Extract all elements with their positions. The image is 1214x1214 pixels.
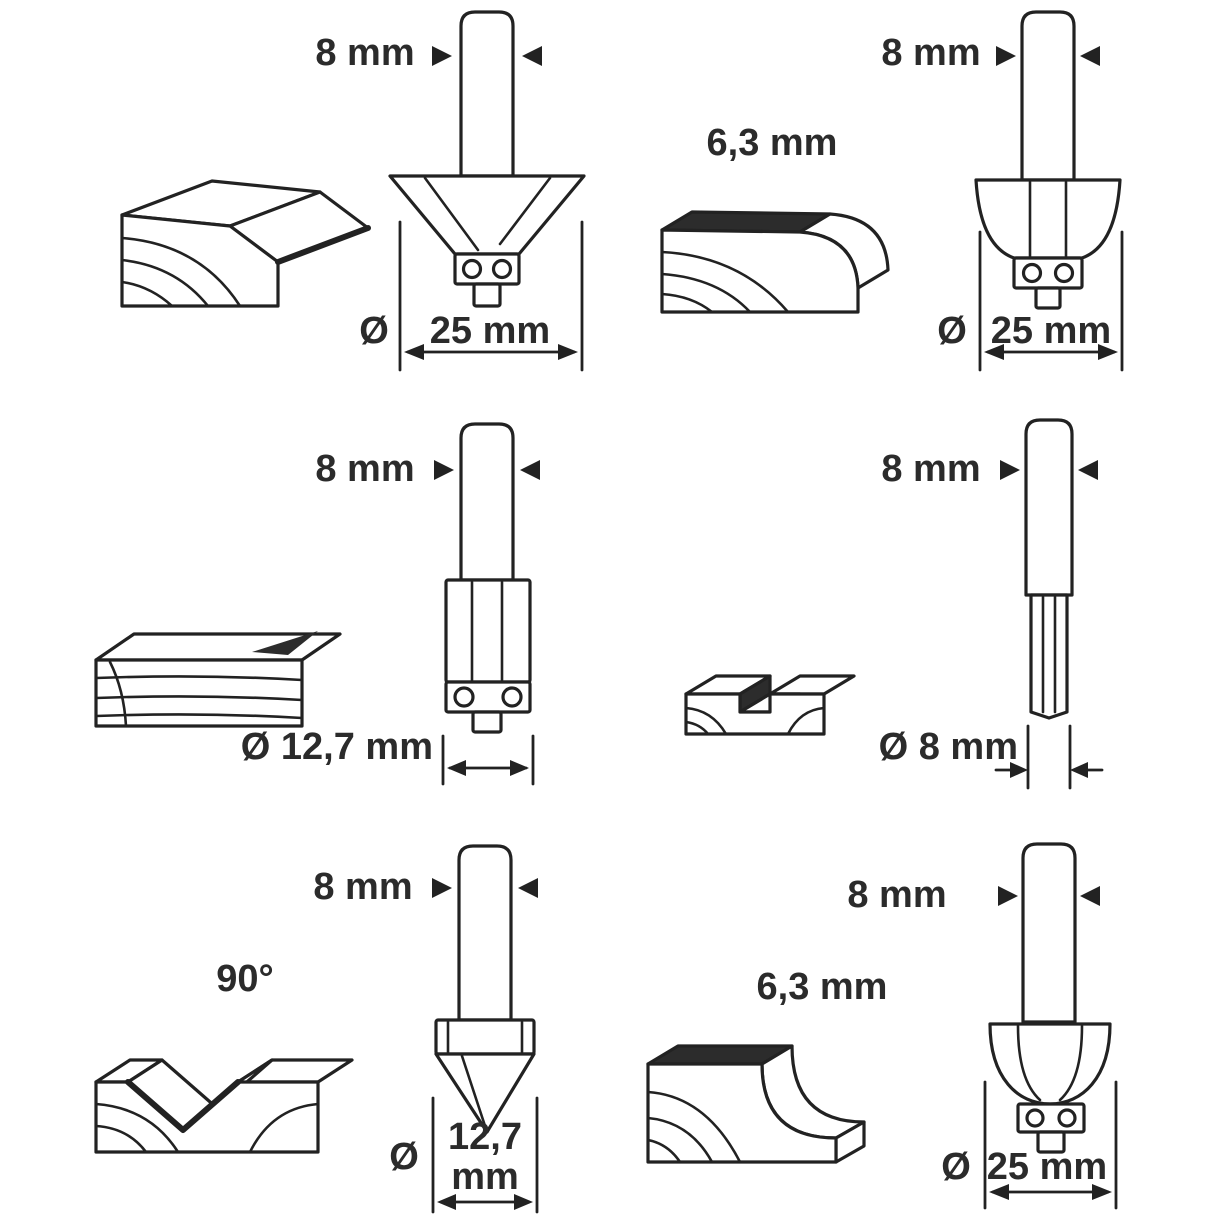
dim-arrow-right-icon <box>1098 344 1118 360</box>
diameter-symbol-label: Ø <box>941 1146 971 1188</box>
dim-arrow-right-icon <box>510 760 529 776</box>
pilot <box>471 710 503 734</box>
cutting-diameter-label: 25 mm <box>429 310 551 352</box>
profile-radius-label: 6,3 mm <box>706 122 838 164</box>
flush-trim-dimensions <box>434 460 540 786</box>
dim-arrow-left-icon <box>447 760 466 776</box>
dim-arrow-right-icon <box>514 1194 533 1210</box>
diameter-symbol-label: Ø <box>937 310 967 352</box>
shank-diameter-label: 8 mm <box>881 32 981 74</box>
straight-router-bit <box>1024 418 1074 720</box>
v-groove-wood-profile <box>94 1058 354 1154</box>
diameter-symbol-label: Ø <box>389 1136 419 1178</box>
shank-arrow-right-icon <box>432 46 452 66</box>
pilot <box>1034 286 1062 310</box>
shank-arrow-left-icon <box>1078 460 1098 480</box>
dim-arrow-left-icon <box>989 1184 1009 1200</box>
pilot <box>1036 1130 1066 1154</box>
chamfer-router-bit <box>388 10 586 308</box>
collar <box>434 1018 536 1056</box>
cutting-diameter-label: 25 mm <box>990 310 1112 352</box>
dim-arrow-left-icon <box>984 344 1004 360</box>
shank <box>457 844 513 1022</box>
flush-trim-wood-profile <box>94 631 342 728</box>
chamfer-dimensions <box>398 46 584 372</box>
shank-arrow-right-icon <box>998 886 1018 906</box>
roundover-dimensions <box>978 46 1124 372</box>
shank <box>459 10 515 178</box>
chamfer-wood-profile <box>120 179 371 308</box>
cutting-diameter-label: Ø 8 mm <box>878 726 1018 768</box>
cutting-diameter-unit-label: mm <box>451 1156 519 1198</box>
shank <box>459 422 515 582</box>
cutter-body <box>444 578 532 684</box>
v-groove-dimensions <box>431 878 539 1214</box>
cutting-diameter-label: Ø 12,7 mm <box>240 726 433 768</box>
straight-dimensions <box>994 460 1104 790</box>
roundover-cutter <box>974 178 1122 260</box>
pilot <box>472 282 502 308</box>
shank-diameter-label: 8 mm <box>881 448 981 490</box>
shank-arrow-right-icon <box>432 878 452 898</box>
shank-arrow-right-icon <box>434 460 454 480</box>
profile-radius-label: 6,3 mm <box>756 966 888 1008</box>
shank-diameter-label: 8 mm <box>315 448 415 490</box>
dim-arrow-left-icon <box>1070 762 1088 778</box>
roundover-router-bit <box>974 10 1122 310</box>
cove-cutter <box>988 1022 1112 1106</box>
dim-arrow-left-icon <box>404 344 424 360</box>
cutter-body <box>1029 593 1069 720</box>
dim-arrow-right-icon <box>1010 762 1028 778</box>
dim-arrow-left-icon <box>437 1194 456 1210</box>
groove-angle-label: 90° <box>216 958 274 1000</box>
dim-arrow-right-icon <box>558 344 578 360</box>
shank-arrow-left-icon <box>518 878 538 898</box>
trimmed-lip <box>252 631 318 655</box>
shank-arrow-left-icon <box>1080 46 1100 66</box>
shank-diameter-label: 8 mm <box>313 866 413 908</box>
shank-arrow-right-icon <box>1000 460 1020 480</box>
shank <box>1020 10 1076 182</box>
shank-arrow-left-icon <box>1080 886 1100 906</box>
shank <box>1021 842 1077 1024</box>
shank-diameter-label: 8 mm <box>315 32 415 74</box>
dim-arrow-right-icon <box>1092 1184 1112 1200</box>
shank-arrow-right-icon <box>996 46 1016 66</box>
chamfer-cutter <box>388 174 586 256</box>
shank-diameter-label: 8 mm <box>847 874 947 916</box>
straight-wood-profile <box>684 674 856 736</box>
shank-arrow-left-icon <box>522 46 542 66</box>
cutting-diameter-label: 12,7 <box>448 1116 522 1158</box>
cove-router-bit <box>988 842 1112 1154</box>
diameter-symbol-label: Ø <box>359 310 389 352</box>
shank <box>1024 418 1074 597</box>
roundover-wood-profile <box>660 210 890 314</box>
cutting-diameter-label: 25 mm <box>986 1146 1108 1188</box>
v-groove-router-bit <box>434 844 536 1134</box>
cove-wood-profile <box>646 1044 866 1164</box>
v-cutter <box>434 1052 536 1134</box>
flush-trim-router-bit <box>444 422 532 734</box>
cove-dimensions <box>983 886 1118 1210</box>
shank-arrow-left-icon <box>520 460 540 480</box>
